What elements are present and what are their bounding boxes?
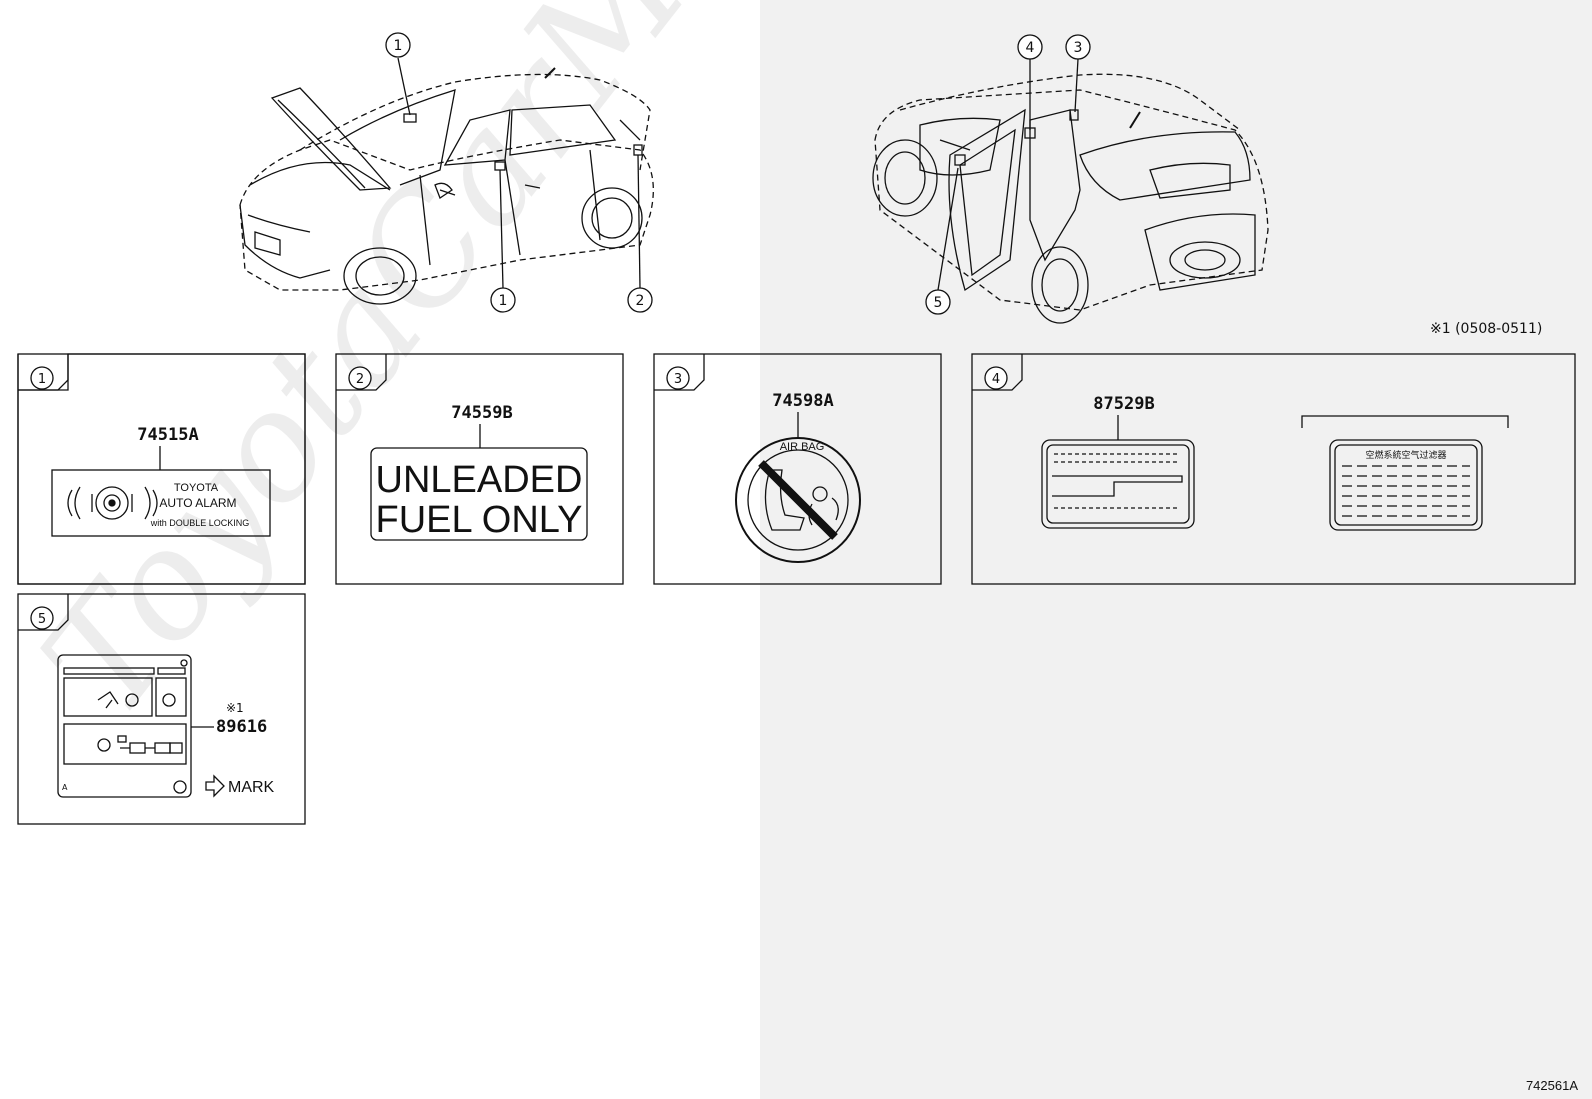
svg-text:A: A xyxy=(62,783,68,792)
alarm-icon xyxy=(67,486,158,520)
airbag-ring-text: AIR BAG xyxy=(780,441,825,453)
part-code-89616: 89616 xyxy=(216,717,267,737)
svg-text:5: 5 xyxy=(934,295,943,311)
figure-id: 742561A xyxy=(1526,1078,1578,1093)
svg-text:MARK: MARK xyxy=(228,779,275,796)
callout-1-bottom: 1 xyxy=(490,169,516,313)
car-front-view xyxy=(239,67,654,305)
svg-text:FUEL ONLY: FUEL ONLY xyxy=(376,499,583,541)
callout-4: 4 xyxy=(1017,34,1043,130)
svg-text:空燃系統空气过滤器: 空燃系統空气过滤器 xyxy=(1365,449,1446,461)
car-rear-view xyxy=(872,73,1269,324)
svg-text:2: 2 xyxy=(356,372,364,387)
svg-text:TOYOTA: TOYOTA xyxy=(174,482,219,494)
svg-text:UNLEADED: UNLEADED xyxy=(376,459,583,501)
svg-text:※1: ※1 xyxy=(226,701,244,715)
panel-2: 2 74559B UNLEADED FUEL ONLY xyxy=(335,353,624,585)
part-code-74515A: 74515A xyxy=(137,425,198,445)
arrow-icon xyxy=(205,774,225,798)
svg-text:AUTO ALARM: AUTO ALARM xyxy=(159,496,236,510)
right-shaded-area xyxy=(760,0,1592,1099)
svg-text:with DOUBLE LOCKING: with DOUBLE LOCKING xyxy=(150,518,250,528)
svg-text:1: 1 xyxy=(394,38,403,54)
no-airbag-child-seat-icon xyxy=(735,437,861,563)
part-code-74598A: 74598A xyxy=(772,391,833,411)
svg-text:2: 2 xyxy=(636,293,645,309)
panel-3: 3 74598A AIR BAG xyxy=(653,353,942,585)
panel-1: 1 74515A TOYOTA AUTO ALARM with DOUBLE L… xyxy=(17,353,306,585)
panel-4: 4 87529B 空燃系統空气过滤器 xyxy=(971,353,1576,585)
part-code-74559B: 74559B xyxy=(451,403,512,423)
svg-text:4: 4 xyxy=(992,372,1000,387)
panel-5: 5 A ※1 89616 MARK xyxy=(17,593,306,825)
callout-2: 2 xyxy=(627,154,653,313)
callout-3: 3 xyxy=(1065,34,1091,113)
svg-text:1: 1 xyxy=(499,293,508,309)
svg-text:5: 5 xyxy=(38,612,46,627)
svg-text:3: 3 xyxy=(1074,40,1083,56)
part-code-87529B: 87529B xyxy=(1093,394,1154,414)
callout-1-top: 1 xyxy=(385,32,411,116)
svg-text:3: 3 xyxy=(674,372,682,387)
callout-5: 5 xyxy=(925,167,959,315)
svg-text:1: 1 xyxy=(38,372,46,387)
range-note: ※1 (0508-0511) xyxy=(1430,321,1542,337)
svg-text:4: 4 xyxy=(1026,40,1035,56)
